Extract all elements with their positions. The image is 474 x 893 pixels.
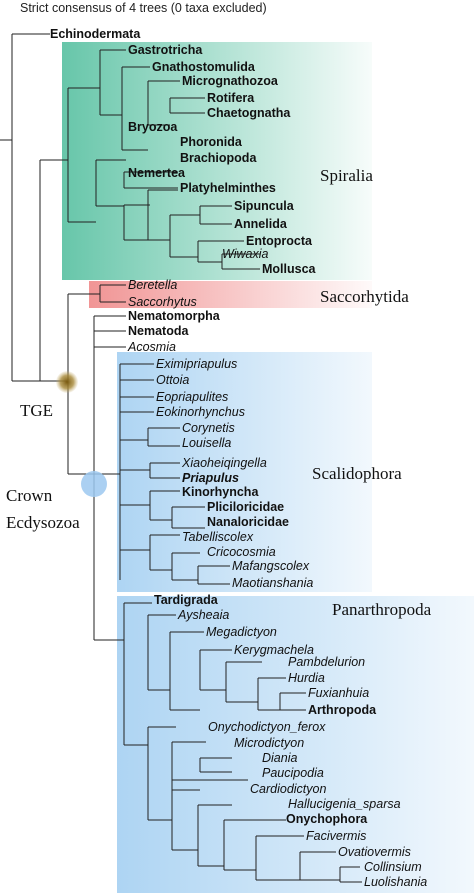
taxon-label: Diania xyxy=(262,751,297,765)
taxon-label: Fuxianhuia xyxy=(308,686,369,700)
tge-node-marker xyxy=(56,371,78,393)
taxon-label: Ottoia xyxy=(156,373,189,387)
taxon-label: Acosmia xyxy=(127,340,176,354)
taxon-label: Maotianshania xyxy=(232,576,313,590)
taxon-label: Eopriapulites xyxy=(156,390,228,404)
taxon-label: Tabelliscolex xyxy=(182,530,254,544)
taxon-label: Phoronida xyxy=(180,135,243,149)
taxon-label: Sipuncula xyxy=(234,199,295,213)
panarthropoda-label: Panarthropoda xyxy=(332,600,432,619)
taxon-label: Nematoda xyxy=(128,324,189,338)
scalidophora-label: Scalidophora xyxy=(312,464,402,483)
taxon-label: Cardiodictyon xyxy=(250,782,326,796)
taxon-label: Luolishania xyxy=(364,875,427,889)
spiralia-label: Spiralia xyxy=(320,166,373,185)
taxon-label: Xiaoheiqingella xyxy=(181,456,267,470)
taxon-label: Onychodictyon_ferox xyxy=(208,720,326,734)
taxon-label: Aysheaia xyxy=(177,608,229,622)
taxon-label: Onychophora xyxy=(286,812,368,826)
taxon-labels: EchinodermataGastrotrichaGnathostomulida… xyxy=(50,27,427,889)
taxon-label: Ovatiovermis xyxy=(338,845,411,859)
taxon-label: Wiwaxia xyxy=(222,247,268,261)
taxon-label: Hallucigenia_sparsa xyxy=(288,797,401,811)
tree-caption: Strict consensus of 4 trees (0 taxa excl… xyxy=(20,1,267,15)
taxon-label: Facivermis xyxy=(306,829,366,843)
taxon-label: Chaetognatha xyxy=(207,106,291,120)
taxon-label: Corynetis xyxy=(182,421,235,435)
taxon-label: Annelida xyxy=(234,217,288,231)
taxon-label: Eximipriapulus xyxy=(156,357,237,371)
saccorhytida-label: Saccorhytida xyxy=(320,287,409,306)
taxon-label: Rotifera xyxy=(207,91,255,105)
taxon-label: Pliciloricidae xyxy=(207,500,284,514)
taxon-label: Pambdelurion xyxy=(288,655,365,669)
taxon-label: Bryozoa xyxy=(128,120,178,134)
taxon-label: Megadictyon xyxy=(206,625,277,639)
panarthropoda-box xyxy=(117,596,474,893)
saccorhytida-box xyxy=(89,281,372,308)
crown-ecdysozoa-node-marker xyxy=(81,471,107,497)
taxon-label: Kerygmachela xyxy=(234,643,314,657)
taxon-label: Priapulus xyxy=(182,471,239,485)
taxon-label: Brachiopoda xyxy=(180,151,257,165)
taxon-label: Nemertea xyxy=(128,166,186,180)
taxon-label: Micrognathozoa xyxy=(182,74,279,88)
taxon-label: Hurdia xyxy=(288,671,325,685)
spiralia-box xyxy=(62,42,372,280)
taxon-label: Saccorhytus xyxy=(128,295,197,309)
taxon-label: Entoprocta xyxy=(246,234,313,248)
tge-label: TGE xyxy=(20,401,53,420)
taxon-label: Louisella xyxy=(182,436,231,450)
crown-label-line1: Crown xyxy=(6,486,53,505)
taxon-label: Kinorhyncha xyxy=(182,485,259,499)
taxon-label: Eokinorhynchus xyxy=(156,405,245,419)
taxon-label: Platyhelminthes xyxy=(180,181,276,195)
taxon-label: Mafangscolex xyxy=(232,559,310,573)
taxon-label: Microdictyon xyxy=(234,736,304,750)
taxon-label: Arthropoda xyxy=(308,703,377,717)
taxon-label: Cricocosmia xyxy=(207,545,276,559)
taxon-label: Paucipodia xyxy=(262,766,324,780)
taxon-label: Tardigrada xyxy=(154,593,219,607)
tree-branches xyxy=(0,33,362,883)
taxon-label: Mollusca xyxy=(262,262,317,276)
taxon-label: Gnathostomulida xyxy=(152,60,256,74)
scalidophora-box xyxy=(117,352,372,592)
taxon-label: Gastrotricha xyxy=(128,43,203,57)
taxon-label: Collinsium xyxy=(364,860,422,874)
taxon-label: Echinodermata xyxy=(50,27,141,41)
taxon-label: Beretella xyxy=(128,278,177,292)
taxon-label: Nematomorpha xyxy=(128,309,221,323)
taxon-label: Nanaloricidae xyxy=(207,515,289,529)
crown-label-line2: Ecdysozoa xyxy=(6,513,80,532)
